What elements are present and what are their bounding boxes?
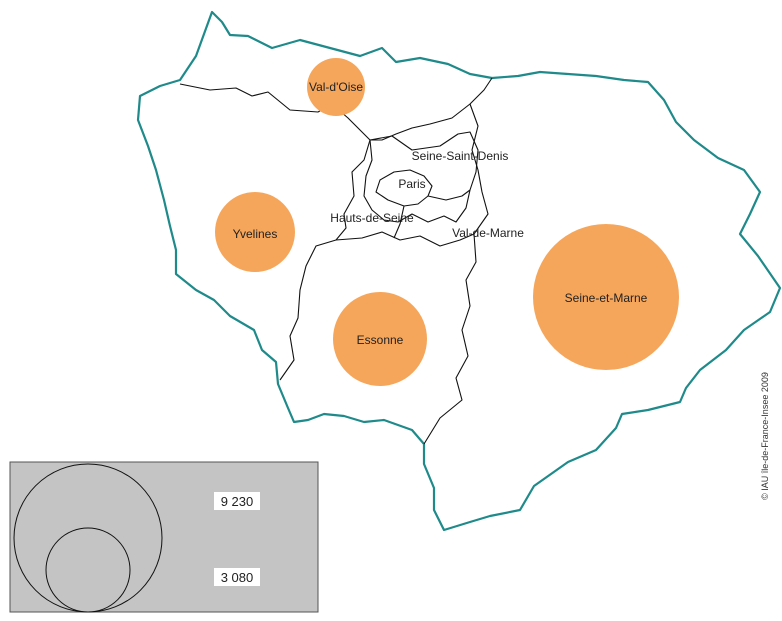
legend-value-large: 9 230 (221, 494, 254, 509)
bubble-yvelines[interactable] (215, 192, 295, 272)
legend: 9 230 3 080 (9, 461, 319, 613)
border-essonne-north (335, 231, 475, 247)
border-inner-ring (363, 131, 479, 223)
border-val-doise-south (179, 77, 493, 141)
bubble-essonne[interactable] (333, 292, 427, 386)
label-essonne: Essonne (357, 333, 404, 347)
department-labels: Val-d'Oise Seine-Saint-Denis Paris Hauts… (233, 80, 648, 347)
label-seine-et-marne: Seine-et-Marne (565, 291, 648, 305)
label-val-doise: Val-d'Oise (309, 80, 363, 94)
label-yvelines: Yvelines (233, 227, 278, 241)
bubble-seine-et-marne[interactable] (533, 224, 679, 370)
bubble-val-doise[interactable] (307, 58, 365, 116)
border-yvelines-east (279, 139, 371, 381)
legend-background (9, 461, 319, 613)
region-outline (136, 10, 782, 532)
border-ssd-east (469, 103, 489, 235)
legend-circle-small (45, 527, 131, 613)
label-val-de-marne: Val-de-Marne (452, 226, 524, 240)
legend-value-large-bg (214, 492, 260, 510)
border-essonne-east (423, 233, 477, 445)
credit-text: © IAU île-de-France-Insee 2009 (760, 372, 770, 500)
border-hds-vdm (393, 205, 405, 239)
border-ssd-vdm (427, 189, 471, 201)
legend-value-small-bg (214, 568, 260, 586)
bubbles (215, 58, 679, 386)
label-hauts-de-seine: Hauts-de-Seine (330, 211, 414, 225)
department-borders (179, 77, 493, 445)
label-seine-saint-denis: Seine-Saint-Denis (412, 149, 509, 163)
label-paris: Paris (398, 177, 425, 191)
legend-value-small: 3 080 (221, 570, 254, 585)
